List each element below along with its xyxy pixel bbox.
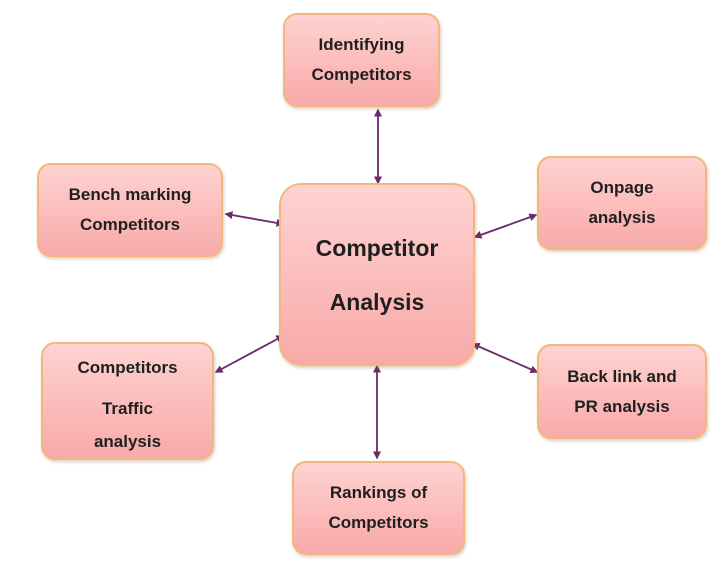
node-back-link-pr-analysis: Back link and PR analysis — [537, 344, 707, 439]
node-label-line: Competitors — [79, 215, 181, 234]
node-label-line: Rankings of — [329, 483, 428, 502]
node-label-line: Competitors — [77, 358, 178, 377]
arrow-center-to-onpage — [473, 213, 538, 239]
node-label-line: Competitors — [311, 65, 412, 84]
node-label-line: Bench marking — [68, 185, 192, 204]
center-line-2: Analysis — [329, 288, 425, 315]
arrow-center-to-benchmarking — [224, 211, 285, 227]
center-line-1: Competitor — [315, 234, 439, 261]
node-label-line: Back link and — [567, 366, 677, 386]
node-onpage-analysis: Onpage analysis — [537, 156, 707, 250]
arrow-center-to-backlink — [471, 342, 539, 374]
node-label-line: Onpage — [590, 178, 654, 197]
node-label-line: Identifying — [318, 35, 405, 54]
node-label-line: Competitors — [328, 513, 429, 532]
node-label-line: analysis — [588, 208, 656, 227]
node-rankings-of-competitors: Rankings of Competitors — [292, 461, 465, 555]
central-node-competitor-analysis: Competitor Analysis — [279, 183, 475, 366]
node-competitors-traffic-analysis: Competitors Traffic analysis — [41, 342, 214, 460]
node-identifying-competitors: Identifying Competitors — [283, 13, 440, 107]
node-label-line: PR analysis — [574, 396, 670, 416]
node-label-line: analysis — [93, 432, 162, 451]
node-label-line: Traffic — [101, 399, 154, 418]
node-bench-marking-competitors: Bench marking Competitors — [37, 163, 223, 257]
arrow-center-to-traffic — [214, 335, 285, 373]
